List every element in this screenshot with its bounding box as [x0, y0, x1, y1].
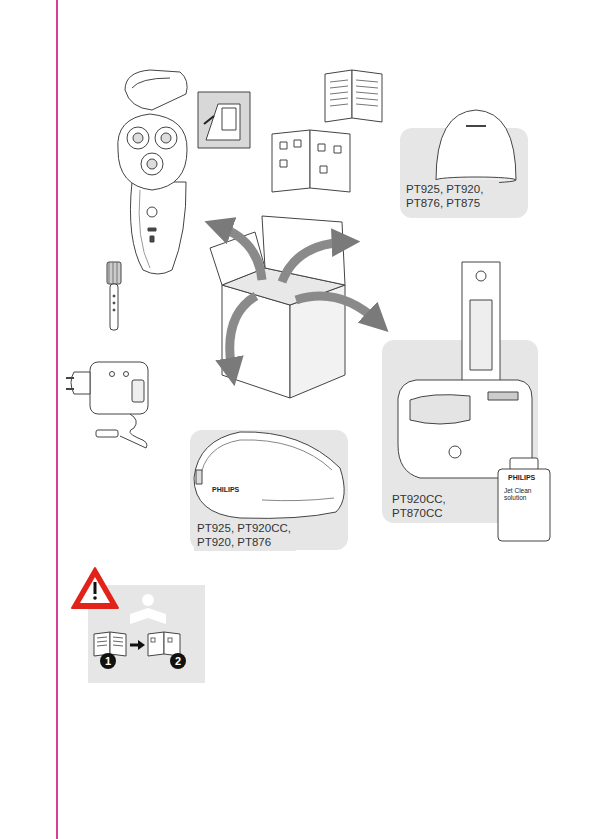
callout-number: 1: [100, 653, 116, 669]
model-panel: PT920CC, PT870CC: [389, 490, 455, 522]
product-name: Jet Clean solution: [504, 487, 546, 501]
model-numbers: PT920CC, PT870CC: [392, 492, 452, 520]
callout-number: 2: [170, 653, 186, 669]
model-numbers: PT925, PT920, PT876, PT875: [406, 182, 496, 210]
step-number: 1: [105, 655, 111, 667]
brand-logo: PHILIPS: [508, 474, 535, 482]
model-panel: PT925, PT920, PT876, PT875: [403, 180, 499, 212]
model-panel: PT925, PT920CC, PT920, PT876: [194, 519, 296, 551]
brand-logo: PHILIPS: [212, 486, 239, 494]
model-numbers: PT925, PT920CC, PT920, PT876: [197, 521, 293, 549]
step-number: 2: [175, 655, 181, 667]
